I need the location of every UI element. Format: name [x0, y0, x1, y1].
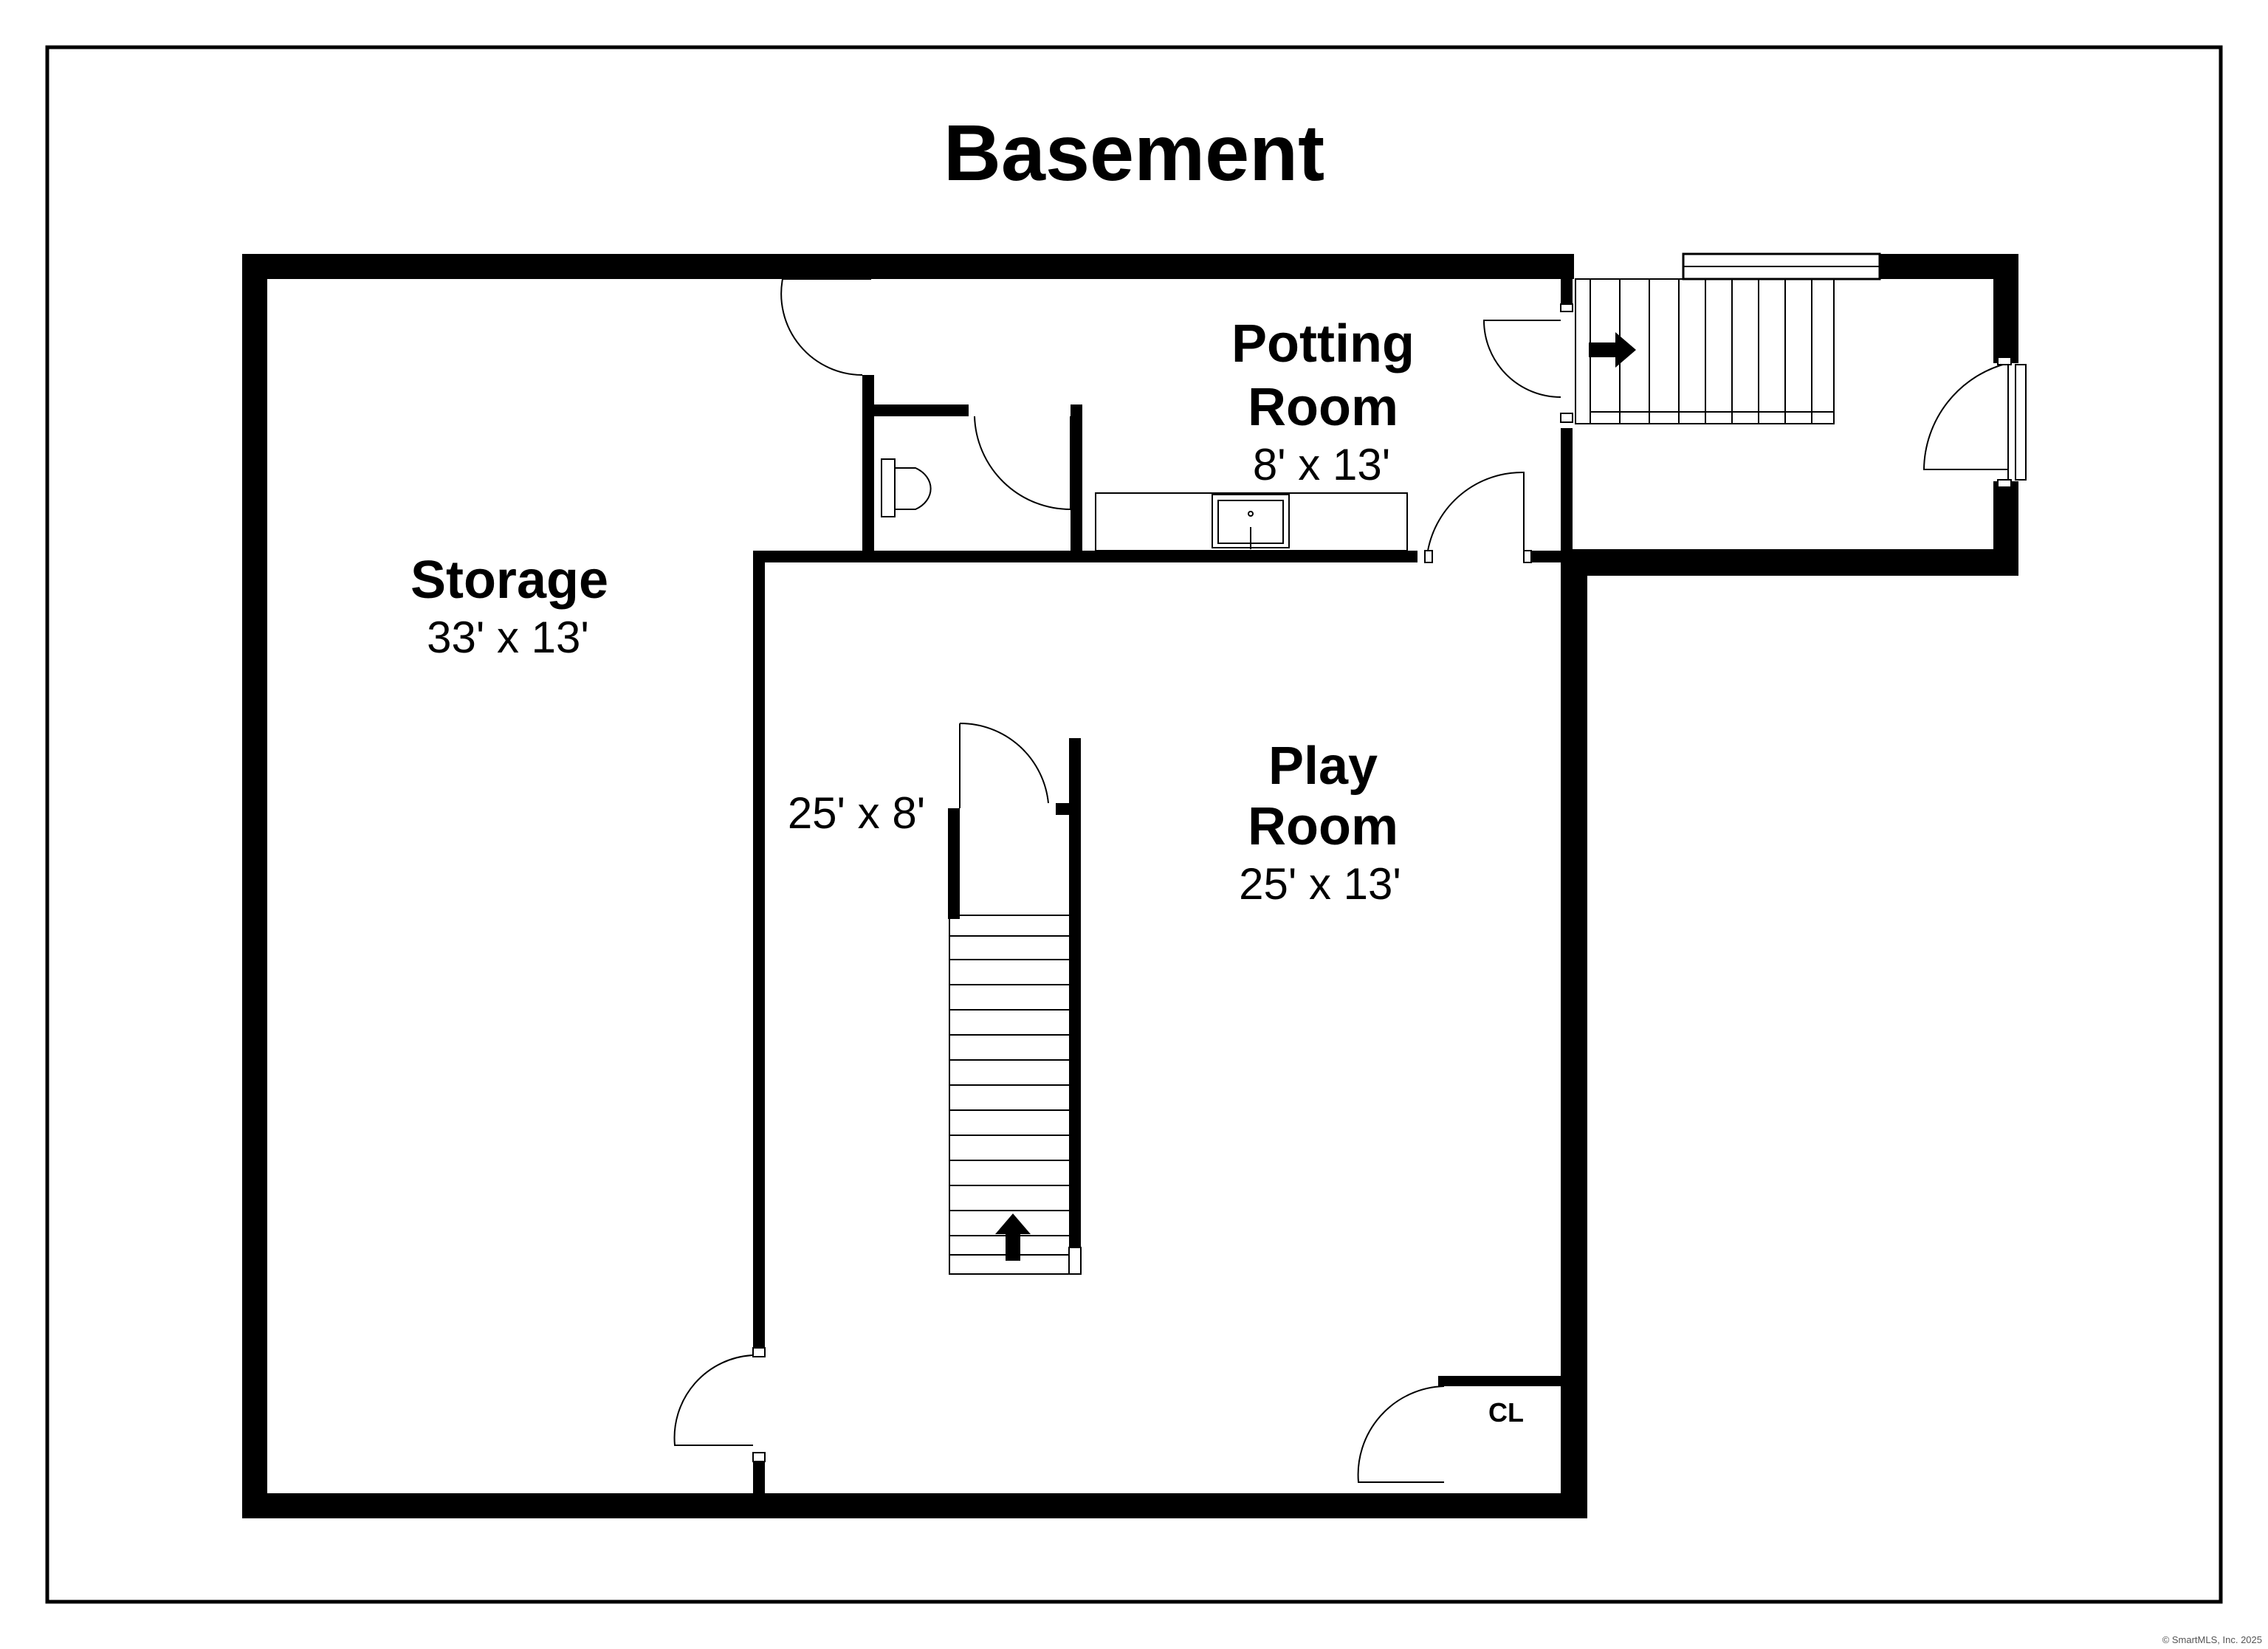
- copyright-notice: © SmartMLS, Inc. 2025: [2162, 1634, 2262, 1645]
- interior-walls: [753, 279, 1573, 1495]
- closet-label: CL: [1488, 1397, 1524, 1428]
- storage-room-name: Storage: [410, 551, 608, 610]
- toilet: [881, 458, 932, 517]
- plan-title: Basement: [944, 108, 1324, 197]
- exterior-staircase: [1575, 278, 1835, 424]
- play-room-dims: 25' x 13': [1239, 859, 1401, 909]
- page-frame: [45, 45, 2223, 1604]
- window: [1682, 252, 1881, 280]
- storage-room-dims: 33' x 13': [427, 613, 589, 662]
- potting-room-name-line1: Potting: [1231, 314, 1415, 373]
- main-staircase: [949, 915, 1082, 1275]
- fixtures: [881, 458, 1408, 551]
- right-arrow-icon: [1589, 332, 1636, 368]
- counter: [1095, 492, 1408, 551]
- doors: [673, 278, 2027, 1483]
- up-arrow-icon: [995, 1213, 1031, 1261]
- play-room-name-line1: Play: [1268, 737, 1378, 796]
- play-room-name-line2: Room: [1248, 797, 1398, 856]
- potting-room-name-line2: Room: [1248, 378, 1398, 437]
- exterior-walls: [242, 254, 2018, 1518]
- stair-hall-dims: 25' x 8': [788, 788, 925, 838]
- potting-room-dims: 8' x 13': [1253, 440, 1390, 489]
